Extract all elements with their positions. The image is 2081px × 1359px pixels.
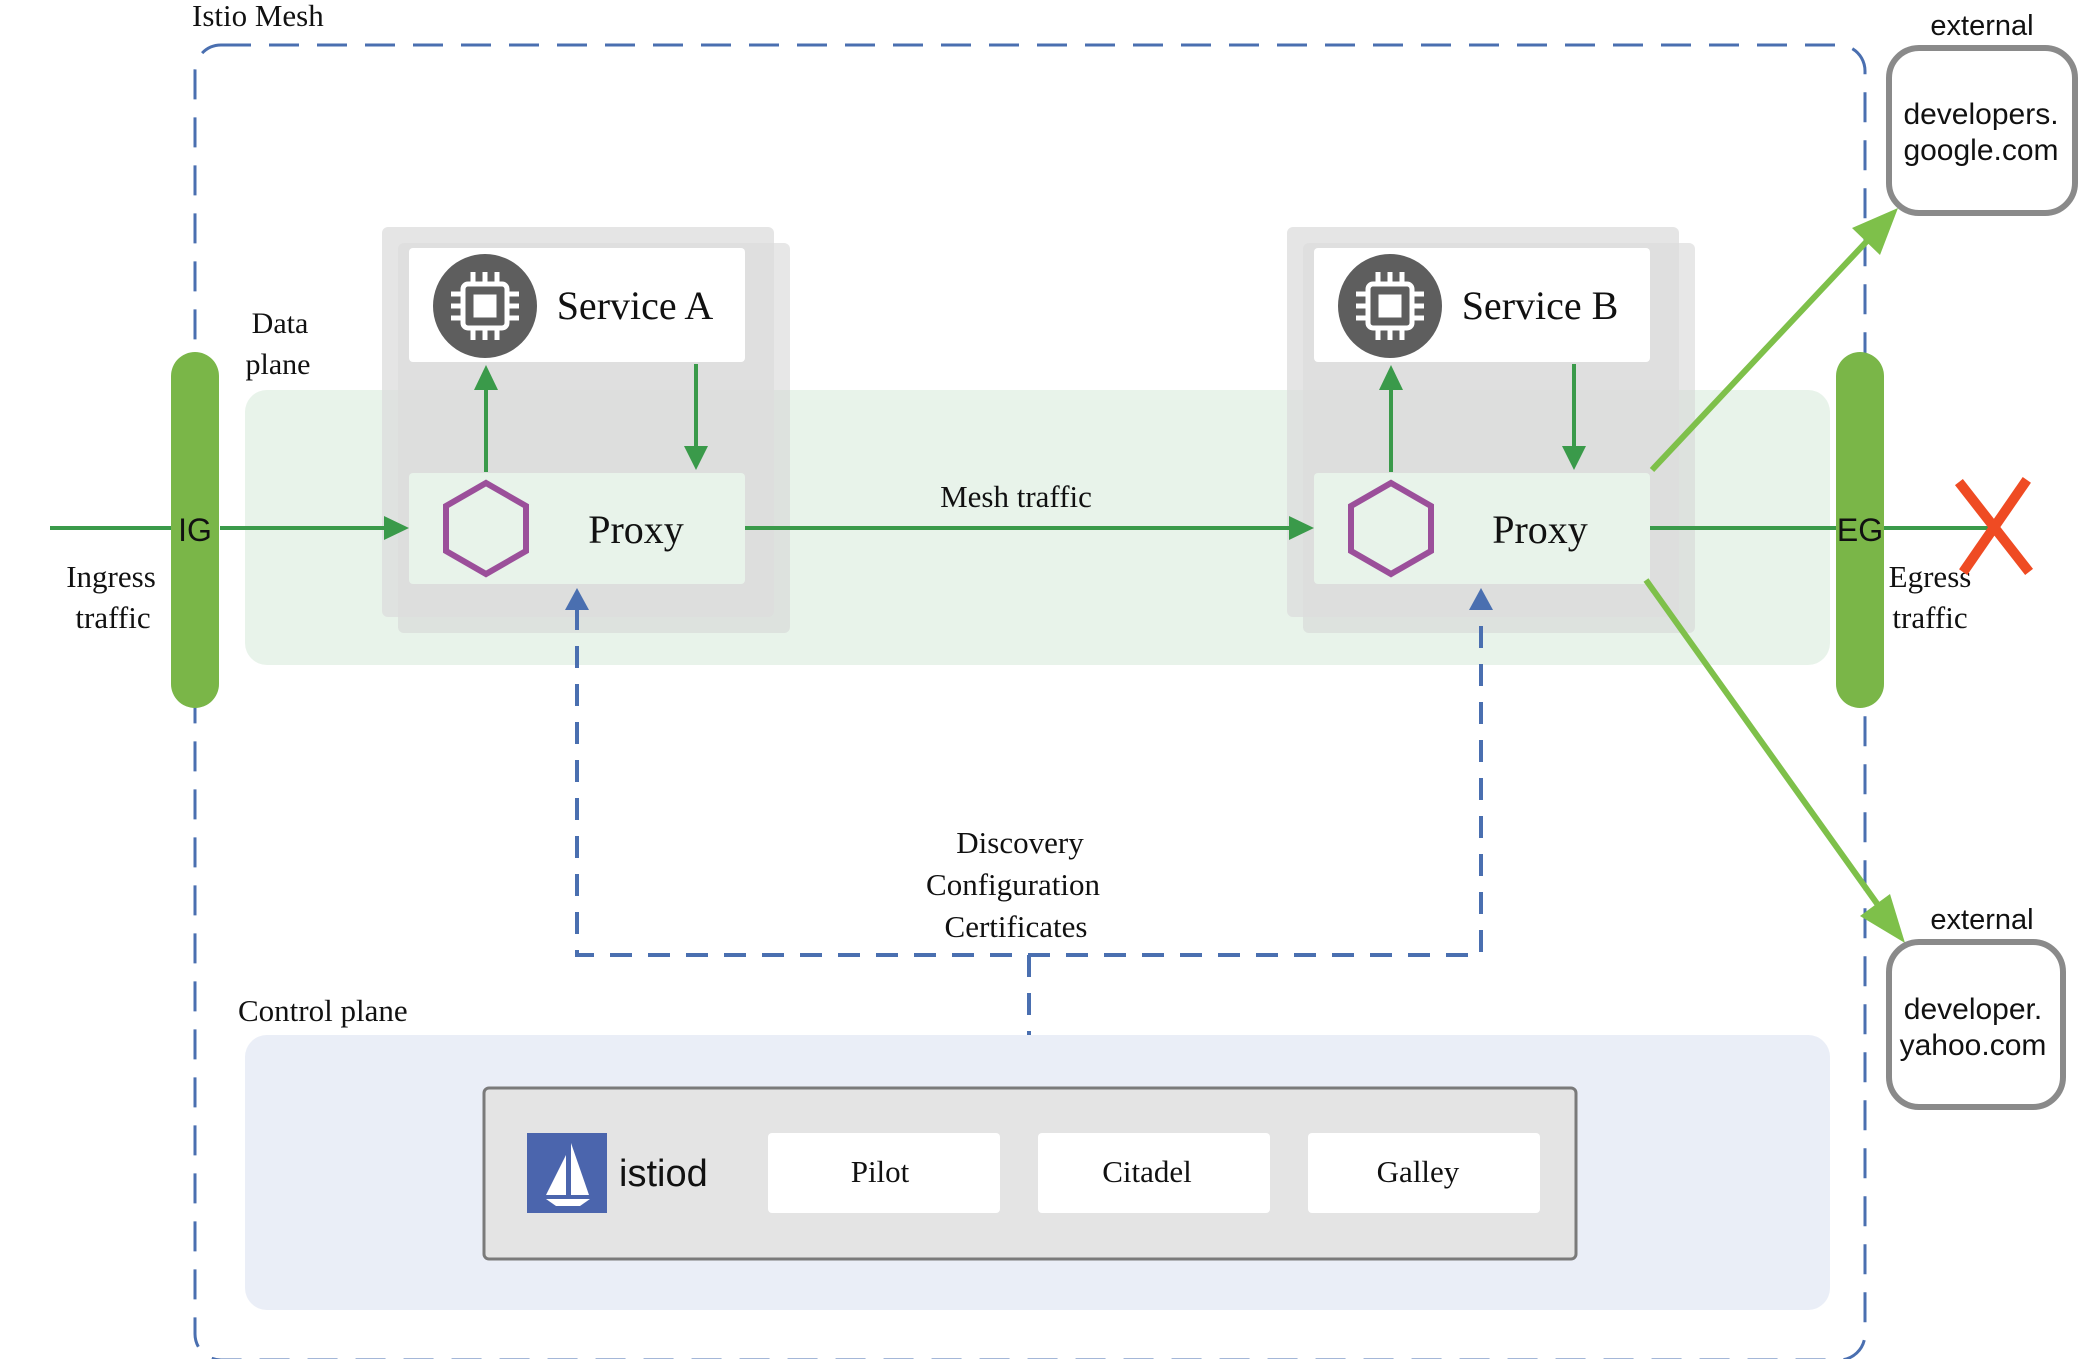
config-arrow-proxy-b bbox=[1469, 588, 1493, 610]
service-a-proxy-label: Proxy bbox=[588, 507, 684, 552]
external-google-line2: google.com bbox=[1903, 134, 2058, 167]
ingress-gateway[interactable] bbox=[171, 352, 219, 708]
mesh-traffic-label: Mesh traffic bbox=[940, 479, 1092, 514]
proxy-hexagon-icon bbox=[443, 479, 529, 578]
cpu-chip-glyph bbox=[1356, 272, 1424, 340]
data-plane-label-line2: plane bbox=[246, 348, 311, 381]
ingress-gateway-label: IG bbox=[178, 512, 212, 548]
service-b-proxy-box[interactable] bbox=[1314, 473, 1650, 584]
egress-to-google-arrow bbox=[1649, 237, 1871, 473]
external-google-box[interactable] bbox=[1886, 45, 2078, 216]
config-arrow-proxy-a bbox=[565, 588, 589, 610]
citadel-label: Citadel bbox=[1102, 1154, 1192, 1189]
proxy-hexagon-icon bbox=[1348, 479, 1434, 578]
external-yahoo-box[interactable] bbox=[1886, 939, 2066, 1110]
config-label-discovery: Discovery bbox=[956, 825, 1084, 860]
external-yahoo-line1: developer. bbox=[1904, 993, 2042, 1026]
external-yahoo-line2: yahoo.com bbox=[1900, 1029, 2047, 1062]
config-distribution-lines bbox=[575, 608, 1483, 1088]
external-google-line1: developers. bbox=[1903, 98, 2058, 131]
service-b-pod: Service B Proxy bbox=[1287, 227, 1695, 633]
istiod-label: istiod bbox=[619, 1153, 708, 1195]
service-b-proxy-label: Proxy bbox=[1492, 507, 1588, 552]
egress-traffic-line1: Egress bbox=[1889, 559, 1972, 594]
config-label-certificates: Certificates bbox=[945, 909, 1088, 944]
istio-sail-icon bbox=[527, 1133, 607, 1213]
service-b-label: Service B bbox=[1462, 283, 1619, 328]
external-yahoo-caption: external bbox=[1930, 904, 2033, 936]
blocked-x-icon bbox=[1954, 477, 2034, 576]
egress-traffic-line2: traffic bbox=[1892, 600, 1967, 635]
service-a-label: Service A bbox=[557, 283, 714, 328]
pilot-label: Pilot bbox=[851, 1154, 910, 1189]
service-a-proxy-box[interactable] bbox=[409, 473, 745, 584]
ingress-traffic-line2: traffic bbox=[75, 600, 150, 635]
external-google-caption: external bbox=[1930, 10, 2033, 42]
pilot-box[interactable] bbox=[768, 1133, 1000, 1213]
mesh-title: Istio Mesh bbox=[192, 0, 324, 33]
egress-gateway-label: EG bbox=[1837, 512, 1883, 548]
galley-box[interactable] bbox=[1308, 1133, 1540, 1213]
control-plane-title: Control plane bbox=[238, 993, 408, 1028]
cpu-chip-glyph bbox=[451, 272, 519, 340]
data-plane-label-line1: Data bbox=[252, 307, 309, 340]
egress-to-yahoo-arrow bbox=[1643, 578, 1881, 907]
service-a-pod: Service A Proxy bbox=[382, 227, 790, 633]
egress-gateway[interactable] bbox=[1836, 352, 1884, 708]
istiod-container[interactable] bbox=[482, 1086, 1578, 1261]
galley-label: Galley bbox=[1377, 1154, 1460, 1189]
ingress-traffic-line1: Ingress bbox=[66, 559, 156, 594]
config-label-configuration: Configuration bbox=[926, 867, 1100, 902]
citadel-box[interactable] bbox=[1038, 1133, 1270, 1213]
